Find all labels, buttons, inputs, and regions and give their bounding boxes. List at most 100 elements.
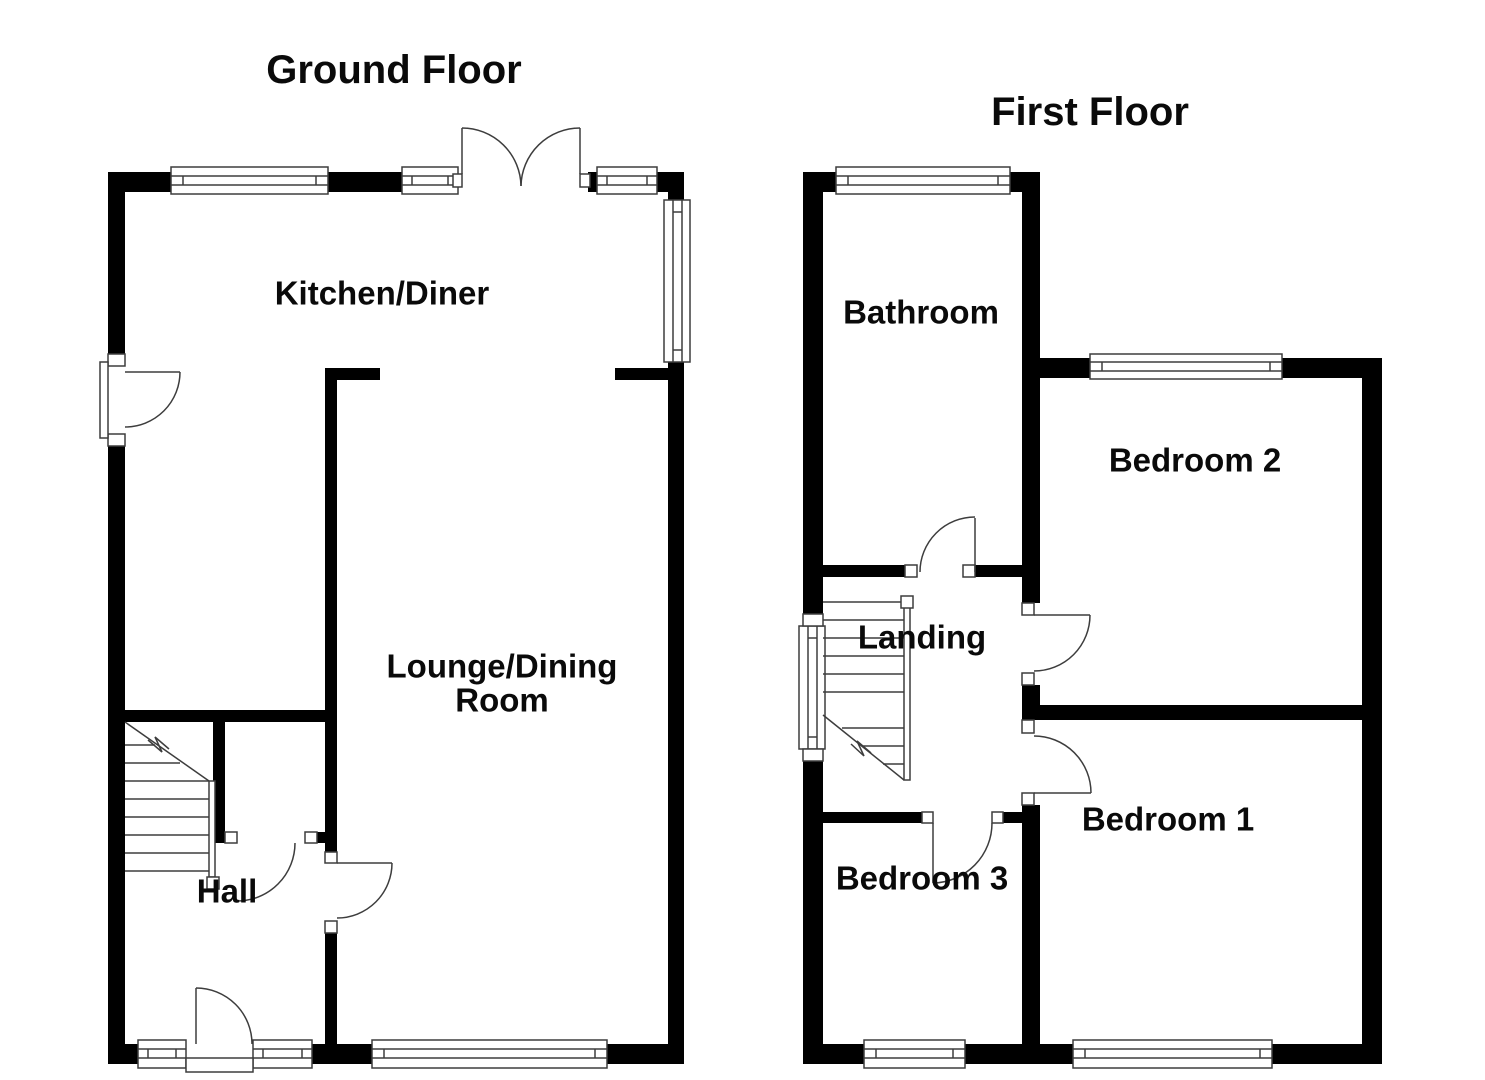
bedroom1-door (1033, 735, 1092, 794)
wall-bathroom-right (1022, 172, 1040, 603)
window (863, 1039, 966, 1069)
stair-stringer (208, 780, 216, 878)
wall (803, 761, 823, 1064)
ground-windows (137, 166, 691, 1069)
wall-stub (326, 368, 380, 380)
wall (108, 446, 125, 1064)
wall (108, 172, 171, 192)
wall-cap (1021, 602, 1035, 616)
wall-hall-side (213, 722, 225, 843)
stair-break-zigzag (850, 740, 872, 757)
wall (1272, 1044, 1382, 1064)
wall (312, 1044, 372, 1064)
ground-floor-plan: Ground Floor Kitchen/Diner Lounge/Dining… (99, 48, 691, 1073)
stair-newel (900, 595, 914, 609)
wall (965, 1044, 1073, 1064)
wall-cap (921, 811, 934, 824)
wall-cap (802, 613, 824, 627)
window (371, 1039, 608, 1069)
stair-break-line (124, 721, 210, 782)
wall-cap (107, 433, 126, 447)
window (1089, 353, 1283, 380)
door-frame (99, 361, 109, 439)
window (596, 166, 658, 195)
wall (668, 172, 684, 202)
room-label-bedroom2: Bedroom 2 (1109, 442, 1281, 479)
bedroom3-door (932, 822, 993, 884)
wall-cap (904, 564, 918, 578)
first-exterior-walls (803, 172, 1382, 1064)
ground-stairs (124, 721, 220, 890)
wall-cap (1021, 719, 1035, 734)
wall-bedroom-divider (1035, 705, 1362, 720)
wall-hall-top (108, 710, 337, 722)
wall-cap (579, 173, 591, 188)
wall (1362, 358, 1382, 1064)
wall-cap (224, 831, 238, 844)
room-label-bedroom3: Bedroom 3 (836, 860, 1008, 897)
french-doors (461, 127, 581, 187)
wall (668, 360, 684, 1064)
room-label-hall: Hall (197, 873, 258, 910)
wall-bedroom3-top (823, 812, 922, 823)
lounge-door (336, 862, 393, 919)
window (835, 166, 1011, 195)
wall-cap (304, 831, 318, 844)
door-threshold (185, 1057, 254, 1073)
wall-cap (452, 173, 463, 188)
first-doors (919, 516, 1092, 884)
room-label-bathroom: Bathroom (843, 294, 999, 331)
wall-cap (324, 851, 338, 864)
wall-stub (615, 368, 668, 380)
room-label-bedroom1: Bedroom 1 (1082, 801, 1254, 838)
front-door (195, 987, 253, 1045)
wall (1282, 358, 1382, 378)
first-floor-plan: First Floor Bathroom Bedroom 2 Landing B… (798, 90, 1382, 1069)
side-entrance-door (124, 371, 181, 428)
wall-bathroom-bottom (823, 565, 905, 577)
wall-cap (324, 920, 338, 934)
window (1072, 1039, 1273, 1069)
room-label-lounge-line1: Lounge/Dining (387, 648, 618, 685)
wall (108, 172, 125, 354)
wall-cap (107, 353, 126, 367)
stair-newel (206, 876, 220, 890)
ground-doors (124, 127, 581, 1045)
first-interior-walls (823, 565, 1362, 823)
room-label-lounge-line2: Room (455, 682, 549, 719)
room-label-landing: Landing (858, 619, 986, 656)
wall (108, 1044, 138, 1064)
wall-cap (1021, 672, 1035, 686)
ground-floor-title: Ground Floor (266, 48, 522, 92)
wall (607, 1044, 684, 1064)
window (663, 199, 691, 363)
first-windows (798, 166, 1283, 1069)
wall (1022, 805, 1040, 1064)
wall-bathroom-bottom (975, 565, 1022, 577)
wall-lounge-left (325, 933, 337, 1064)
room-label-kitchen: Kitchen/Diner (275, 275, 490, 312)
wall-cap (962, 564, 976, 578)
wall-lounge-left (325, 368, 337, 852)
window (798, 625, 826, 750)
hall-door (236, 842, 296, 902)
stair-break-zigzag (147, 736, 170, 753)
window (401, 166, 459, 195)
ground-exterior-walls (108, 172, 684, 1064)
wall (328, 172, 402, 192)
ground-wall-caps (99, 173, 591, 1073)
wall (803, 172, 836, 192)
wall-cap (802, 748, 824, 762)
bedroom2-door (1033, 614, 1091, 672)
window (137, 1039, 187, 1069)
wall-bedroom3-top (1003, 812, 1022, 823)
wall-cap (1021, 792, 1035, 806)
wall-cap (991, 811, 1004, 824)
bathroom-door (919, 516, 976, 573)
first-stairs (822, 595, 914, 781)
window (170, 166, 329, 195)
wall (803, 1044, 864, 1064)
first-floor-title: First Floor (991, 90, 1189, 134)
